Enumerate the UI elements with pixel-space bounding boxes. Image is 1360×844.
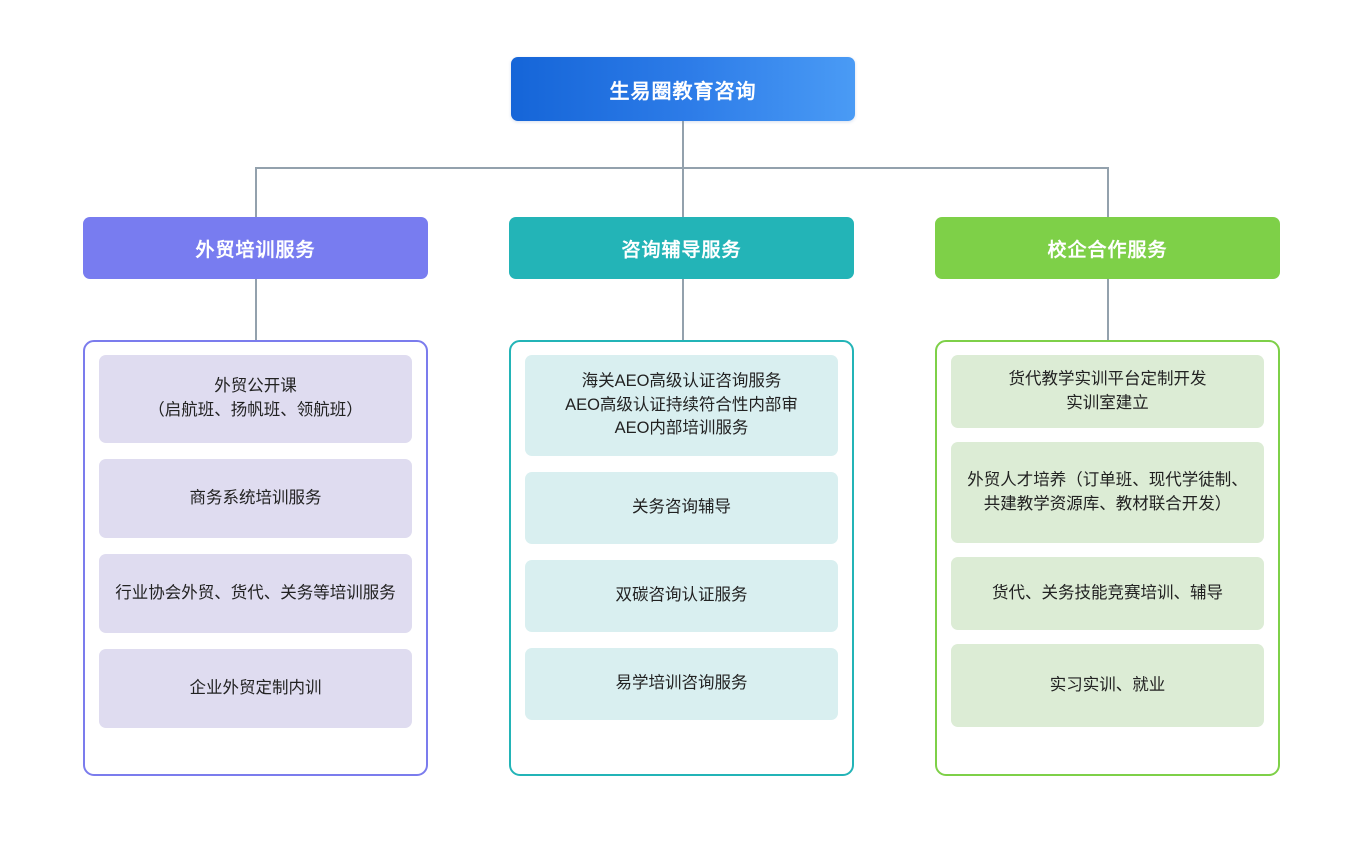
list-item-label: 企业外贸定制内训 bbox=[189, 678, 322, 697]
connector-drop-col2 bbox=[682, 167, 684, 217]
list-item[interactable]: 易学培训咨询服务 bbox=[525, 648, 838, 720]
list-item-label: 外贸人才培养（订单班、现代学徒制、共建教学资源库、教材联合开发） bbox=[967, 470, 1248, 513]
list-item[interactable]: 行业协会外贸、货代、关务等培训服务 bbox=[99, 554, 412, 633]
column-panel-xiaoqi-hezuo: 货代教学实训平台定制开发 实训室建立 外贸人才培养（订单班、现代学徒制、共建教学… bbox=[935, 340, 1280, 776]
root-node[interactable]: 生易圈教育咨询 bbox=[511, 57, 855, 121]
list-item[interactable]: 外贸公开课 （启航班、扬帆班、领航班） bbox=[99, 355, 412, 443]
connector-header-to-panel-col2 bbox=[682, 279, 684, 341]
list-item-label: 货代、关务技能竞赛培训、辅导 bbox=[992, 583, 1223, 602]
list-item-label: 货代教学实训平台定制开发 实训室建立 bbox=[1008, 369, 1207, 412]
column-header-label: 外贸培训服务 bbox=[195, 239, 316, 261]
list-item-label: 商务系统培训服务 bbox=[189, 488, 322, 507]
list-item[interactable]: 海关AEO高级认证咨询服务 AEO高级认证持续符合性内部审 AEO内部培训服务 bbox=[525, 355, 838, 456]
list-item[interactable]: 关务咨询辅导 bbox=[525, 472, 838, 544]
connector-header-to-panel-col1 bbox=[255, 279, 257, 341]
panel-item-list: 货代教学实训平台定制开发 实训室建立 外贸人才培养（订单班、现代学徒制、共建教学… bbox=[951, 355, 1264, 761]
connector-drop-col1 bbox=[255, 167, 257, 217]
list-item[interactable]: 货代、关务技能竞赛培训、辅导 bbox=[951, 557, 1264, 630]
connector-root-stem bbox=[682, 121, 684, 168]
column-header-xiaoqi-hezuo[interactable]: 校企合作服务 bbox=[935, 217, 1280, 279]
list-item[interactable]: 企业外贸定制内训 bbox=[99, 649, 412, 728]
column-header-label: 校企合作服务 bbox=[1047, 239, 1168, 261]
list-item-label: 实习实训、就业 bbox=[1049, 675, 1166, 694]
column-header-label: 咨询辅导服务 bbox=[621, 239, 742, 261]
list-item-label: 海关AEO高级认证咨询服务 AEO高级认证持续符合性内部审 AEO内部培训服务 bbox=[565, 371, 798, 438]
connector-header-to-panel-col3 bbox=[1107, 279, 1109, 341]
list-item-label: 双碳咨询认证服务 bbox=[615, 586, 748, 605]
connector-drop-col3 bbox=[1107, 167, 1109, 217]
list-item-label: 易学培训咨询服务 bbox=[615, 674, 748, 693]
column-header-zixun-fudao[interactable]: 咨询辅导服务 bbox=[509, 217, 854, 279]
list-item[interactable]: 外贸人才培养（订单班、现代学徒制、共建教学资源库、教材联合开发） bbox=[951, 442, 1264, 543]
panel-item-list: 外贸公开课 （启航班、扬帆班、领航班） 商务系统培训服务 行业协会外贸、货代、关… bbox=[99, 355, 412, 761]
list-item-label: 外贸公开课 （启航班、扬帆班、领航班） bbox=[148, 377, 363, 419]
list-item[interactable]: 货代教学实训平台定制开发 实训室建立 bbox=[951, 355, 1264, 428]
list-item-label: 关务咨询辅导 bbox=[632, 498, 731, 517]
root-node-label: 生易圈教育咨询 bbox=[609, 80, 757, 103]
list-item[interactable]: 双碳咨询认证服务 bbox=[525, 560, 838, 632]
connector-horizontal-bus bbox=[255, 167, 1108, 169]
panel-item-list: 海关AEO高级认证咨询服务 AEO高级认证持续符合性内部审 AEO内部培训服务 … bbox=[525, 355, 838, 761]
list-item-label: 行业协会外贸、货代、关务等培训服务 bbox=[115, 583, 396, 602]
column-panel-zixun-fudao: 海关AEO高级认证咨询服务 AEO高级认证持续符合性内部审 AEO内部培训服务 … bbox=[509, 340, 854, 776]
list-item[interactable]: 实习实训、就业 bbox=[951, 644, 1264, 727]
column-panel-waimao-peixun: 外贸公开课 （启航班、扬帆班、领航班） 商务系统培训服务 行业协会外贸、货代、关… bbox=[83, 340, 428, 776]
list-item[interactable]: 商务系统培训服务 bbox=[99, 459, 412, 538]
column-header-waimao-peixun[interactable]: 外贸培训服务 bbox=[83, 217, 428, 279]
